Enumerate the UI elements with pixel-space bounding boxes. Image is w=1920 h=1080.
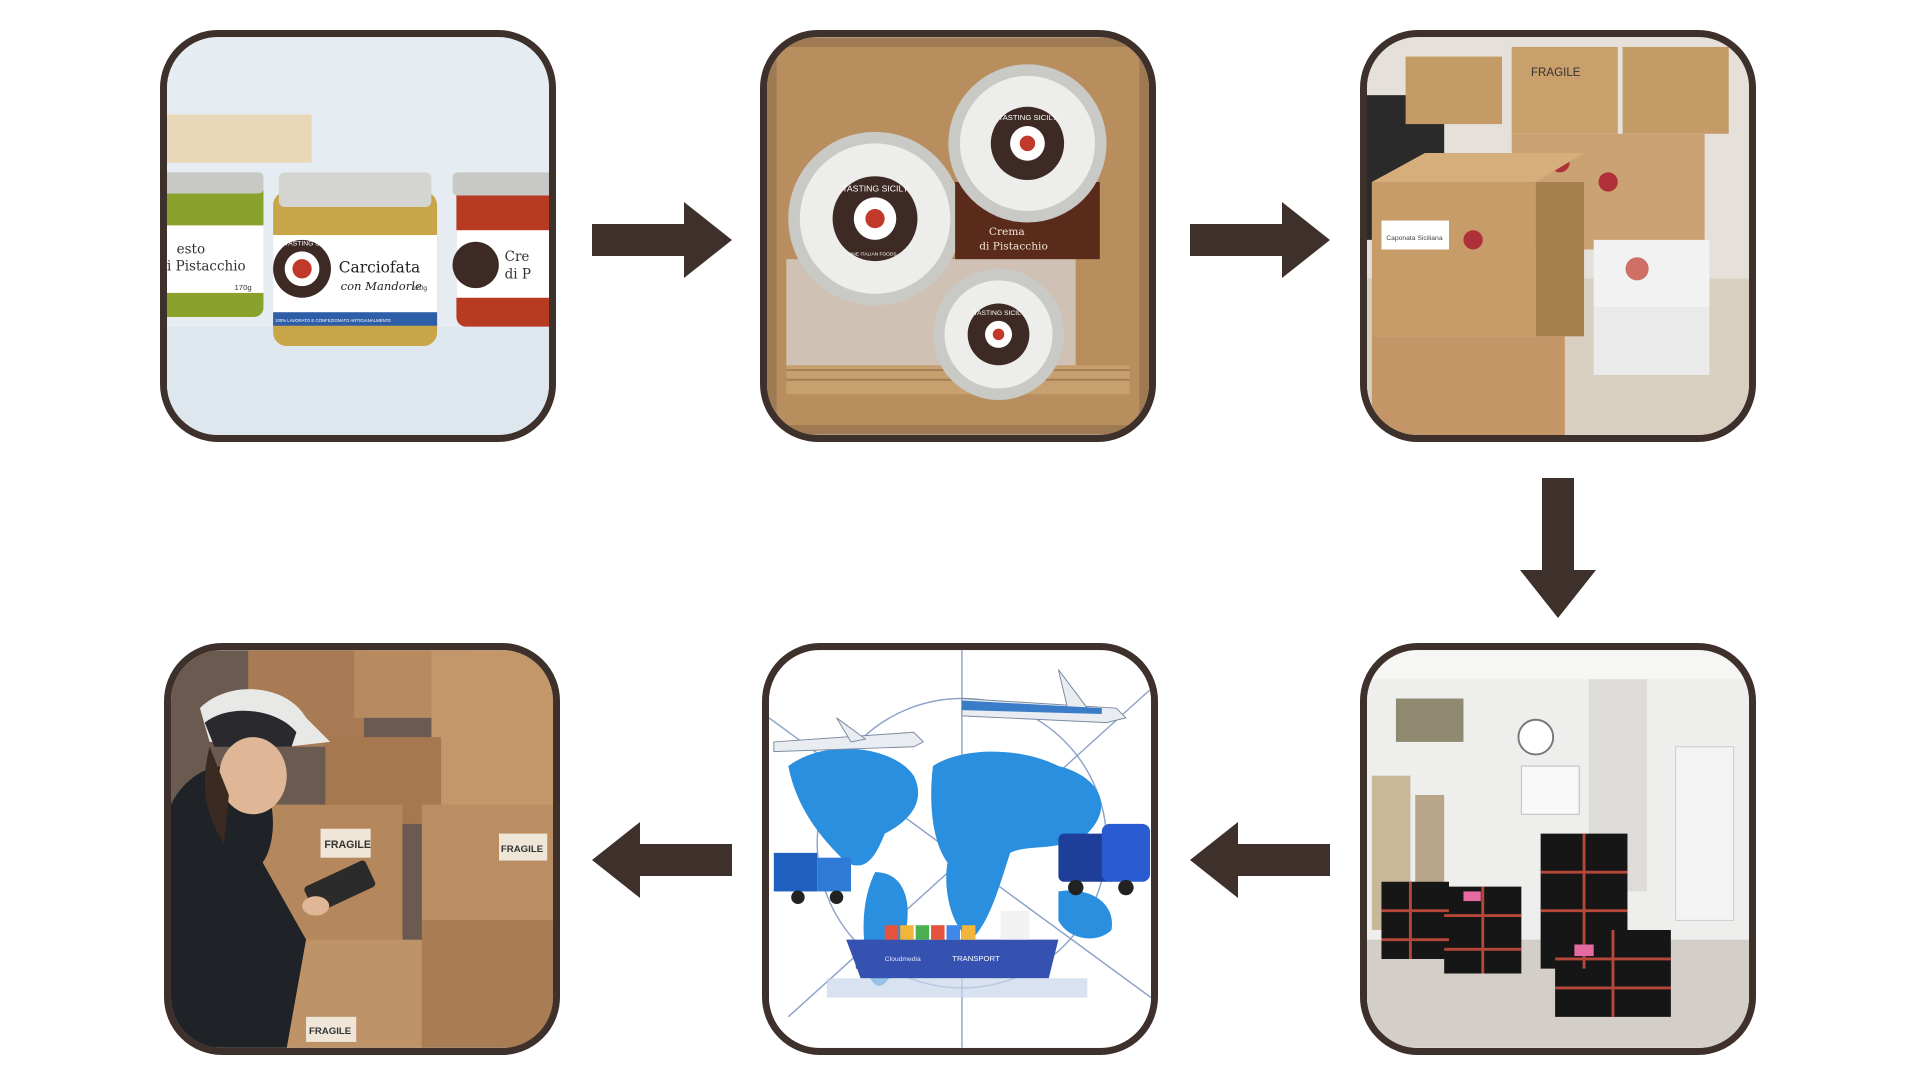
step-4-palletized-shipment bbox=[1360, 643, 1756, 1055]
arrow-left-1 bbox=[1190, 822, 1330, 898]
jar-center-weight: 170g bbox=[412, 285, 427, 292]
box-tag: Caponata Siciliana bbox=[1386, 235, 1443, 242]
step-3-packed-boxes: FRAGILE Caponata Siciliana bbox=[1360, 30, 1756, 442]
jar-a-brand: TASTING SICILY bbox=[842, 184, 908, 194]
step-1-product-jars: esto i Pistacchio 170g Cre di P TASTING … bbox=[160, 30, 556, 442]
palletized-shipment-photo bbox=[1367, 650, 1749, 1048]
arrow-left-2 bbox=[592, 822, 732, 898]
fragile-label-3: FRAGILE bbox=[309, 1026, 352, 1037]
fragile-label-2: FRAGILE bbox=[501, 844, 544, 855]
jar-center-title: Carciofata bbox=[339, 259, 421, 277]
step-6-delivery-receipt: FRAGILE FRAGILE FRAGILE bbox=[164, 643, 560, 1055]
fragile-label-1: FRAGILE bbox=[324, 839, 371, 851]
jar-right-line2: di P bbox=[505, 266, 531, 282]
jar-center-brand: TASTING SICILY bbox=[285, 241, 337, 248]
jar-left-weight: 170g bbox=[235, 283, 252, 292]
packed-boxes-photo: FRAGILE Caponata Siciliana bbox=[1367, 37, 1749, 435]
jar-right-line1: Cre bbox=[505, 249, 530, 265]
jar-center-band: 100% LAVORATO E CONFEZIONATO ARTIGIANALM… bbox=[275, 318, 391, 323]
box-stamp-back: FRAGILE bbox=[1531, 67, 1581, 79]
jar-b-brand: TASTING SICILY bbox=[999, 113, 1058, 122]
jar-b-side-label-1: Crema bbox=[989, 225, 1026, 238]
step-5-global-transport: TRANSPORT Cloudmedia bbox=[762, 643, 1158, 1055]
jar-a-tagline: FINE ITALIAN FOODS bbox=[848, 251, 897, 257]
product-jars-photo: esto i Pistacchio 170g Cre di P TASTING … bbox=[167, 37, 549, 435]
jar-left-line2: i Pistacchio bbox=[167, 259, 246, 275]
ship-text-1: TRANSPORT bbox=[952, 954, 1000, 963]
step-2-jars-in-box: TASTING SICILY FINE ITALIAN FOODS TASTIN… bbox=[760, 30, 1156, 442]
arrow-down bbox=[1520, 478, 1596, 618]
jar-left-line1: esto bbox=[177, 241, 205, 257]
delivery-receipt-photo: FRAGILE FRAGILE FRAGILE bbox=[171, 650, 553, 1048]
jar-c-brand: TASTING SICILY bbox=[973, 310, 1025, 317]
global-transport-illustration: TRANSPORT Cloudmedia bbox=[769, 650, 1151, 1048]
jar-center-subtitle: con Mandorle bbox=[341, 279, 422, 293]
jar-b-side-label-2: di Pistacchio bbox=[979, 240, 1048, 253]
ship-text-2: Cloudmedia bbox=[885, 956, 921, 963]
arrow-right-2 bbox=[1190, 202, 1330, 278]
jars-in-box-photo: TASTING SICILY FINE ITALIAN FOODS TASTIN… bbox=[767, 37, 1149, 435]
arrow-right-1 bbox=[592, 202, 732, 278]
